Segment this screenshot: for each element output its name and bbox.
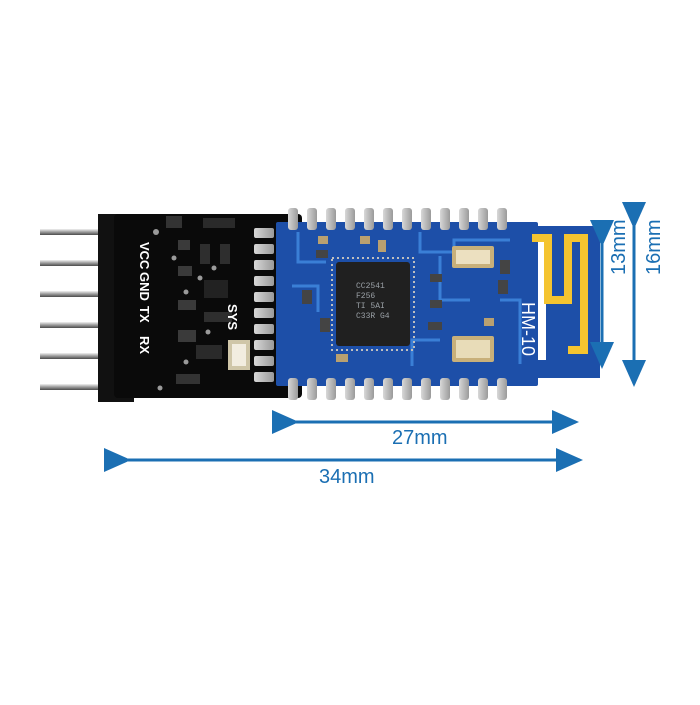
dimension-27mm-label: 27mm bbox=[392, 427, 448, 449]
pin-label-tx: TX bbox=[137, 306, 152, 323]
castellated-pads-bottom bbox=[288, 378, 507, 400]
pcb-traces bbox=[292, 232, 522, 366]
castellated-pads-top bbox=[288, 208, 507, 230]
pin-label-vcc: VCC bbox=[137, 242, 152, 270]
cc2541-chip bbox=[336, 262, 410, 346]
carrier-board bbox=[114, 214, 302, 398]
dimension-34mm-label: 34mm bbox=[319, 466, 375, 488]
state-label: SYS bbox=[225, 304, 240, 331]
hm10-module bbox=[276, 208, 600, 400]
dimension-16mm-label: 16mm bbox=[643, 219, 665, 275]
model-label: HM-10 bbox=[518, 302, 538, 357]
chip-marking: CC2541 F256 TI 5AI C33R G4 bbox=[356, 282, 390, 321]
dimension-13mm-label: 13mm bbox=[608, 219, 630, 275]
pin-label-gnd: GND bbox=[137, 272, 152, 301]
pcb-antenna bbox=[532, 234, 588, 354]
pin-label-rx: RX bbox=[137, 336, 152, 355]
dimension-arrows bbox=[104, 202, 646, 472]
